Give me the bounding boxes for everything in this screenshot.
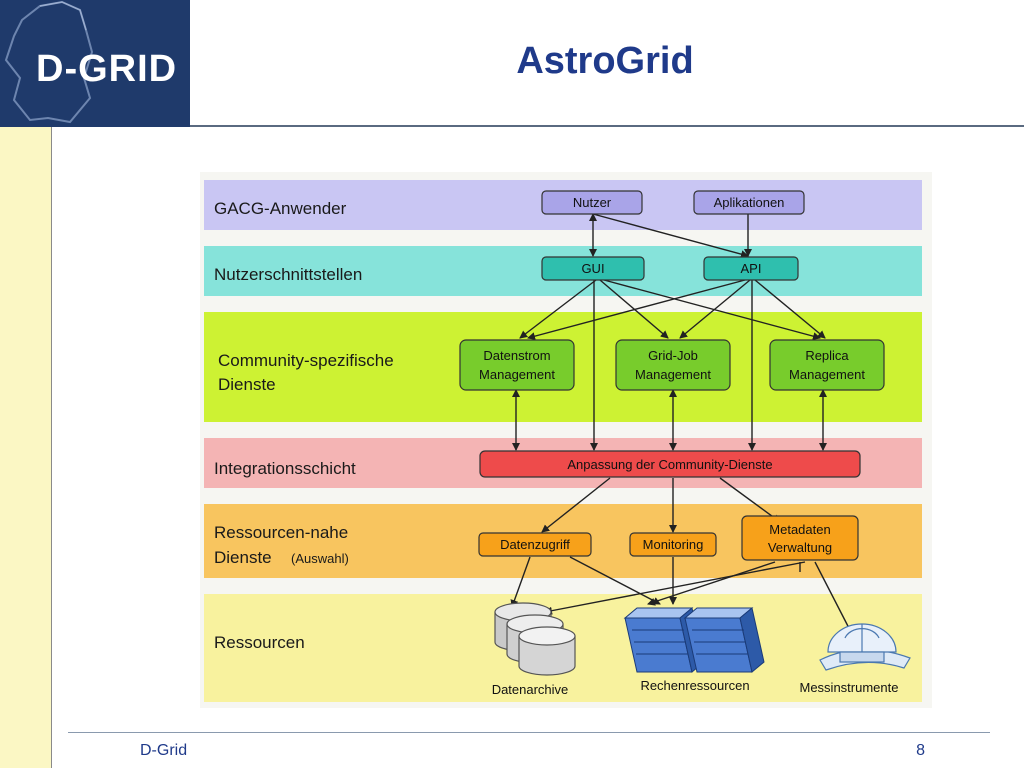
diagram-canvas: GACG-Anwender Nutzerschnittstellen Commu…	[204, 180, 922, 702]
messinstrumente-label: Messinstrumente	[800, 680, 899, 695]
layer-label-gacg-anwender: GACG-Anwender	[214, 199, 347, 218]
logo-text: D-GRID	[36, 48, 178, 90]
nutzer-label: Nutzer	[573, 195, 612, 210]
aplikationen-label: Aplikationen	[714, 195, 785, 210]
connector-arrows	[510, 213, 853, 635]
replica-label-line1: Replica	[805, 348, 849, 363]
layer-label-ressourcen: Ressourcen	[214, 633, 305, 652]
database-cylinders-icon	[494, 602, 576, 676]
grid-job-management-box: Grid-Job Management	[615, 339, 731, 391]
layer-label-ressourcen-nahe-line2: Dienste	[214, 548, 272, 567]
d-grid-logo: D-GRID	[0, 0, 190, 127]
page-number: 8	[916, 742, 925, 759]
architecture-diagram: GACG-Anwender Nutzerschnittstellen Commu…	[200, 172, 932, 708]
datenstrom-label-line1: Datenstrom	[483, 348, 550, 363]
footer-label: D-Grid	[140, 742, 188, 759]
layer-label-nutzerschnittstellen: Nutzerschnittstellen	[214, 265, 362, 284]
nutzer-box: Nutzer	[541, 190, 643, 215]
monitoring-label: Monitoring	[643, 537, 704, 552]
metadaten-label-line1: Metadaten	[769, 522, 830, 537]
api-label: API	[741, 261, 762, 276]
layer-label-ressourcen-nahe-line1: Ressourcen-nahe	[214, 523, 348, 542]
layer-label-community-line2: Dienste	[218, 375, 276, 394]
header-divider	[190, 125, 1024, 127]
gridjob-label-line1: Grid-Job	[648, 348, 698, 363]
aplikationen-box: Aplikationen	[693, 190, 805, 215]
layer-label-integrationsschicht: Integrationsschicht	[214, 459, 356, 478]
gui-box: GUI	[541, 256, 645, 281]
gridjob-label-line2: Management	[635, 367, 711, 382]
observatory-dome-icon	[819, 623, 911, 671]
datenstrom-label-line2: Management	[479, 367, 555, 382]
left-sidebar-bar	[0, 127, 52, 768]
anpassung-community-dienste-box: Anpassung der Community-Dienste	[479, 450, 861, 478]
datenarchive-label: Datenarchive	[492, 682, 569, 697]
datenstrom-management-box: Datenstrom Management	[459, 339, 575, 391]
replica-management-box: Replica Management	[769, 339, 885, 391]
slide-title: AstroGrid	[516, 40, 694, 82]
rechenressourcen-label: Rechenressourcen	[640, 678, 749, 693]
layer-label-community-line1: Community-spezifische	[218, 351, 394, 370]
layer-label-auswahl: (Auswahl)	[291, 551, 349, 566]
api-box: API	[703, 256, 799, 281]
gui-label: GUI	[581, 261, 604, 276]
metadaten-label-line2: Verwaltung	[768, 540, 832, 555]
monitoring-box: Monitoring	[629, 532, 717, 557]
anpassung-label: Anpassung der Community-Dienste	[567, 457, 772, 472]
datenzugriff-label: Datenzugriff	[500, 537, 570, 552]
compute-racks-icon	[623, 607, 765, 673]
datenzugriff-box: Datenzugriff	[478, 532, 592, 557]
germany-map-icon	[4, 0, 94, 124]
replica-label-line2: Management	[789, 367, 865, 382]
footer-divider	[68, 732, 990, 733]
metadaten-verwaltung-box: Metadaten Verwaltung	[741, 515, 859, 561]
